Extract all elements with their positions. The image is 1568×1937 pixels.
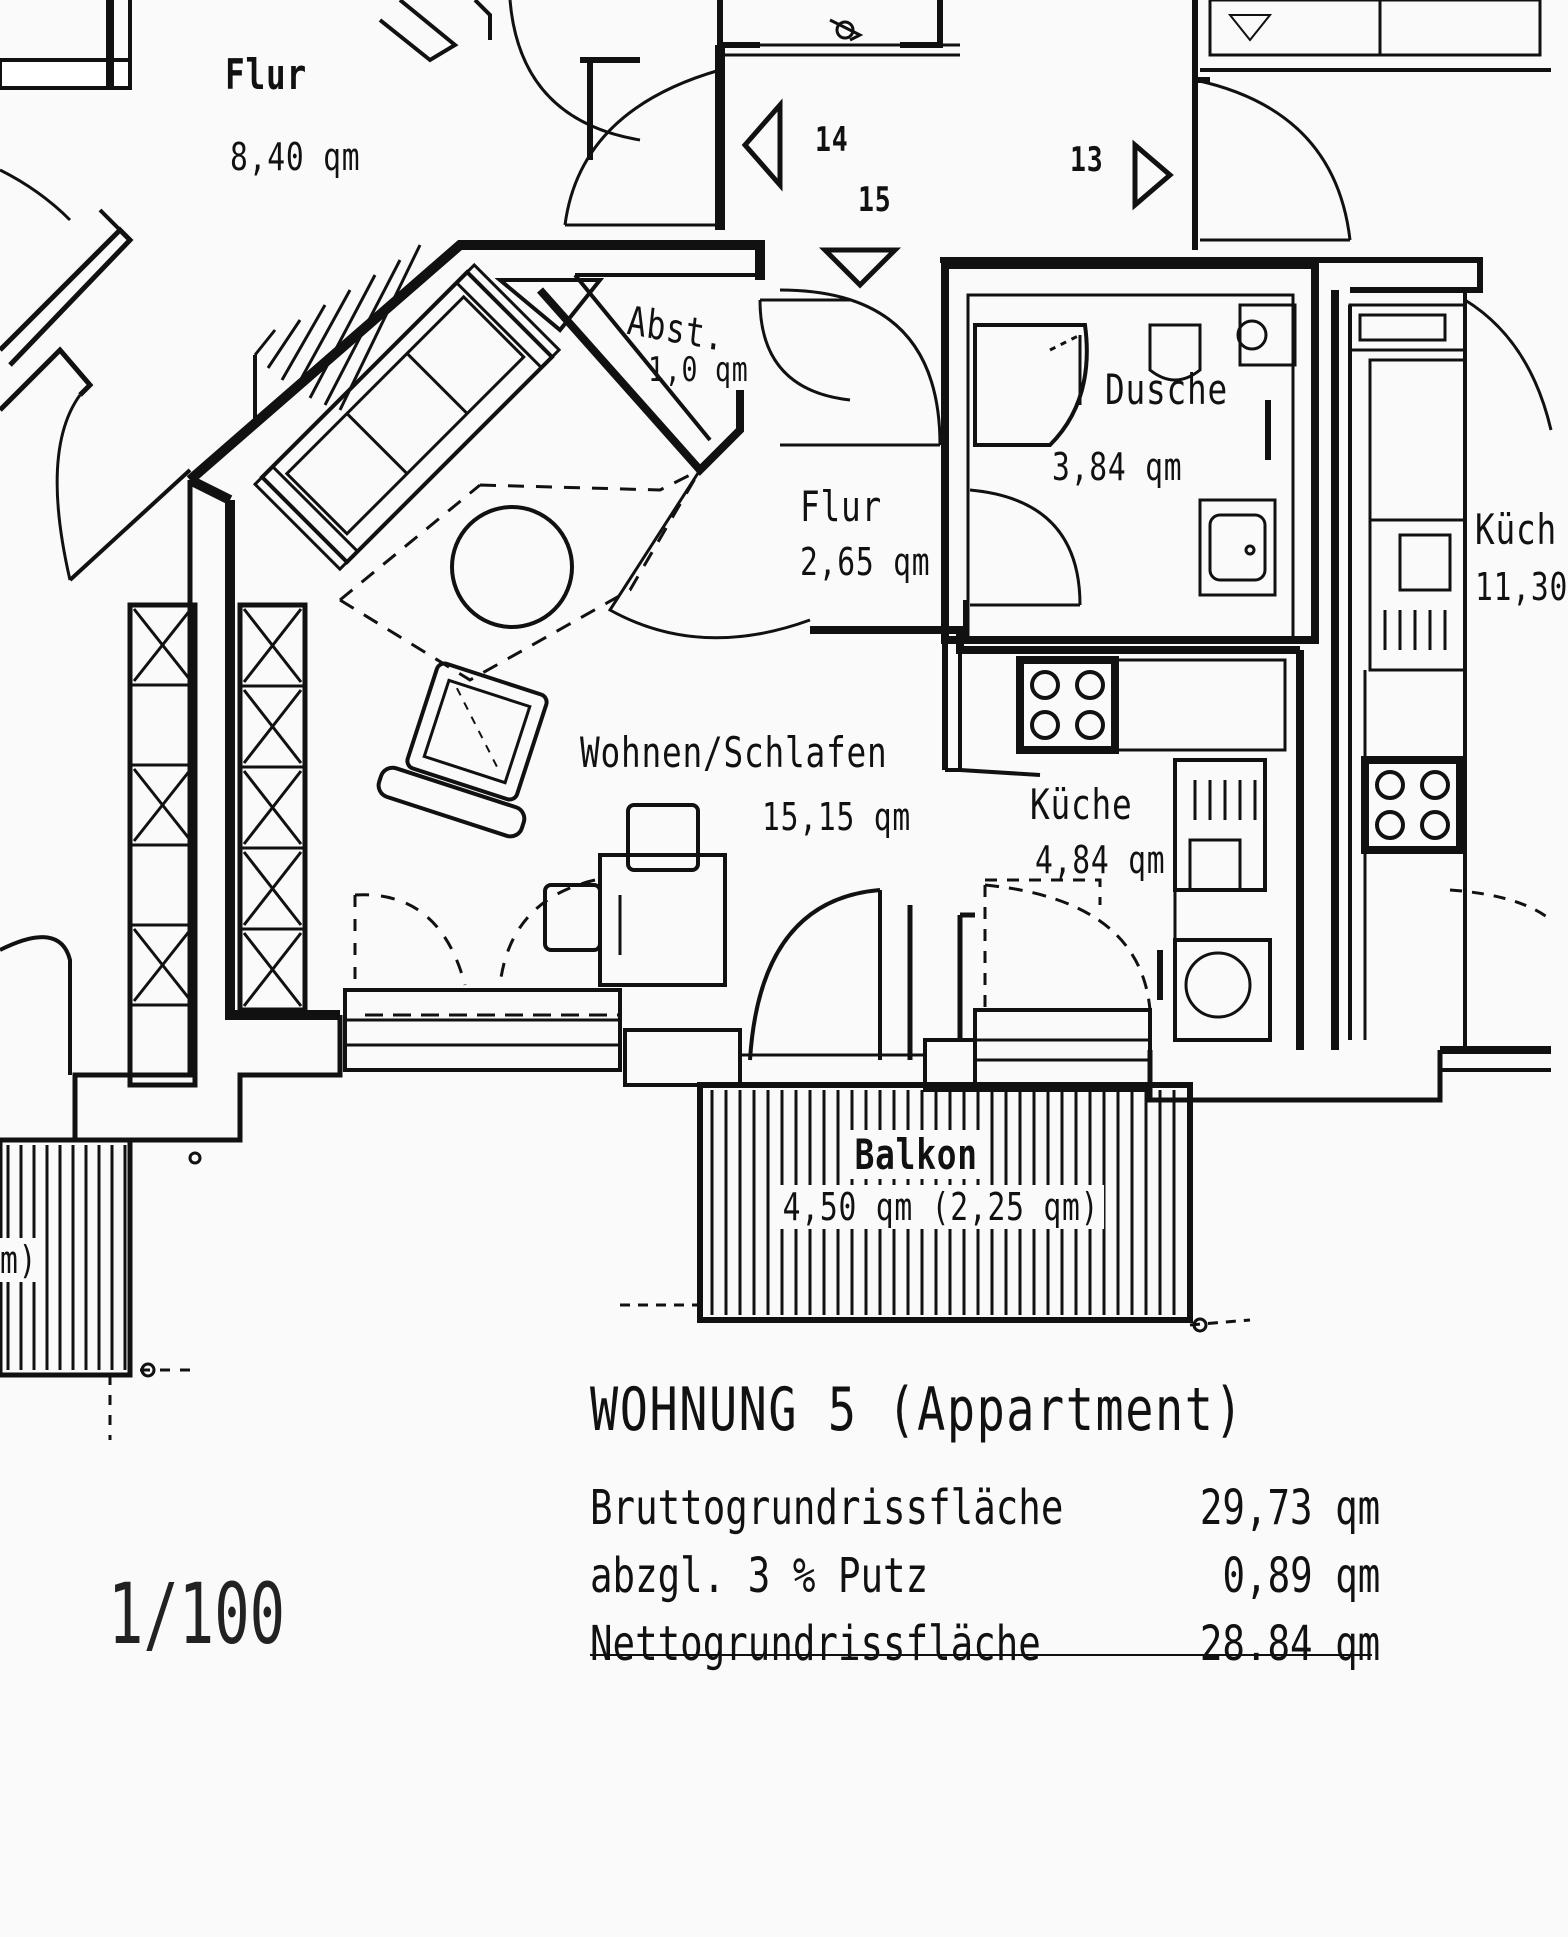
area-row-netto: Nettogrundrissfläche 28.84 qm xyxy=(590,1616,1380,1684)
window-door-swings xyxy=(353,878,913,1061)
lattice-cross xyxy=(242,770,303,845)
room-name-kueche-right: Küch xyxy=(1475,505,1558,554)
unit-walls xyxy=(72,240,1553,1143)
lattice-cross xyxy=(242,689,303,764)
armchair xyxy=(376,661,549,839)
area-label-brutto: Bruttogrundrissfläche xyxy=(590,1480,1064,1536)
room-name-flur: Flur xyxy=(800,482,883,531)
left-balcony xyxy=(0,935,202,1440)
room-area-dusche: 3,84 qm xyxy=(1052,445,1183,489)
abst-walls xyxy=(494,273,851,476)
room-area-balkon: 4,50 qm (2,25 qm) xyxy=(778,1185,1104,1229)
room-name-kueche: Küche xyxy=(1030,780,1133,829)
lattice-cross xyxy=(132,768,193,842)
room-area-flur: 2,65 qm xyxy=(800,540,931,584)
area-summary-table: Bruttogrundrissfläche 29,73 qm abzgl. 3 … xyxy=(590,1480,1380,1684)
scale-label: 1/100 xyxy=(108,1565,286,1663)
lattice-cross xyxy=(132,928,193,1002)
flur-door xyxy=(607,288,942,640)
room-area-flur-upper: 8,40 qm xyxy=(230,135,361,179)
kitchen-partition xyxy=(810,626,1304,1050)
sofa xyxy=(252,262,562,572)
area-value-brutto: 29,73 qm xyxy=(1199,1480,1380,1536)
room-name-wohnen: Wohnen/Schlafen xyxy=(580,728,888,777)
lattice-cross xyxy=(242,932,303,1007)
upper-left-walls xyxy=(0,0,641,160)
area-value-netto: 28.84 qm xyxy=(1199,1616,1380,1672)
stair-core xyxy=(563,0,1551,289)
area-label-putz: abzgl. 3 % Putz xyxy=(590,1548,929,1604)
unit-title: WOHNUNG 5 (Appartment) xyxy=(590,1375,1245,1445)
stair-mark-right: 13 xyxy=(1070,140,1104,180)
kueche-fixtures xyxy=(957,656,1287,1042)
room-name-balkon: Balkon xyxy=(850,1130,983,1179)
sum-rule xyxy=(590,1654,1372,1656)
area-label-netto: Nettogrundrissfläche xyxy=(590,1616,1041,1672)
room-area-kueche: 4,84 qm xyxy=(1035,838,1166,882)
kueche-right-fixtures xyxy=(1348,303,1467,1040)
desk-chair xyxy=(543,803,727,987)
stair-mark-left: 14 xyxy=(815,120,849,160)
left-diagonal-wall xyxy=(0,168,192,582)
room-name-flur-upper: Flur xyxy=(225,50,308,99)
lattice-cross xyxy=(242,851,303,926)
dusche-room xyxy=(941,261,1319,644)
area-row-brutto: Bruttogrundrissfläche 29,73 qm xyxy=(590,1480,1380,1548)
room-name-dusche: Dusche xyxy=(1105,365,1229,414)
lattice-cells xyxy=(130,603,305,1007)
area-value-putz: 0,89 qm xyxy=(1222,1548,1380,1604)
rug-dashed xyxy=(339,468,702,682)
room-area-left-partial: m) xyxy=(0,1238,38,1282)
stair-mark-center: 15 xyxy=(858,180,892,220)
room-area-kueche-right: 11,30 xyxy=(1475,565,1568,609)
lattice-cross xyxy=(132,608,193,682)
lattice-cross xyxy=(242,608,303,683)
round-table xyxy=(450,505,574,629)
area-row-putz: abzgl. 3 % Putz 0,89 qm xyxy=(590,1548,1380,1616)
room-area-wohnen: 15,15 qm xyxy=(762,795,912,839)
room-area-abst: 1,0 qm xyxy=(648,350,749,390)
